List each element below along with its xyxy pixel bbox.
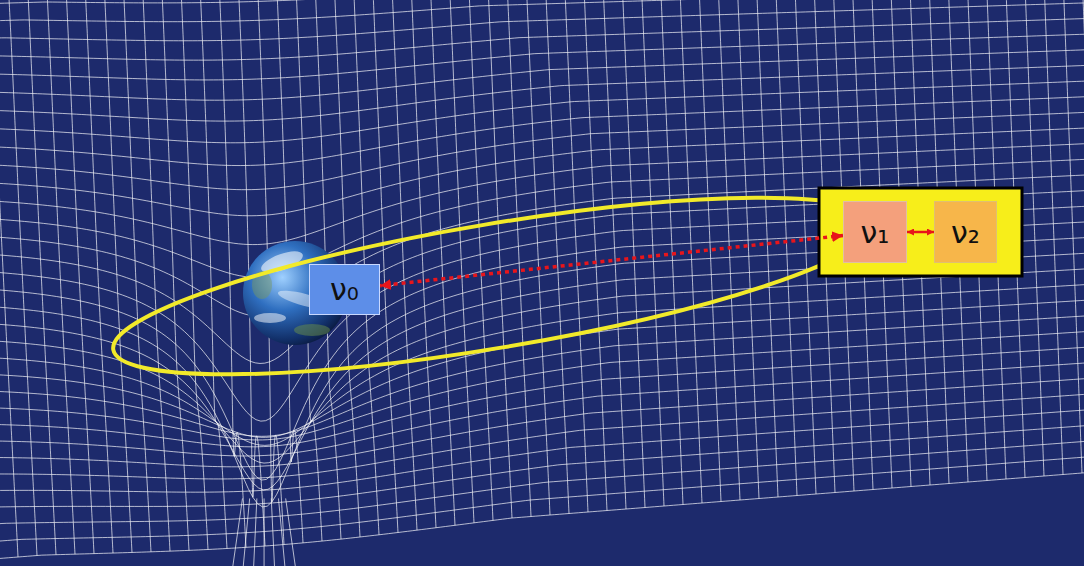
grid-line <box>659 0 683 505</box>
grid-line <box>640 0 664 506</box>
grid-line <box>621 0 645 508</box>
neutrino-box: ν₁ <box>843 201 907 263</box>
grid-line <box>0 34 1084 80</box>
grid-line <box>0 392 1084 479</box>
grid-line <box>1043 0 1064 475</box>
signal-arrow <box>907 231 934 234</box>
grid-line <box>286 498 296 566</box>
neutrino-box: ν₂ <box>934 201 997 263</box>
neutrino-label: ν₂ <box>951 216 980 249</box>
orbit-ellipse <box>103 161 885 411</box>
grid-line <box>736 0 759 499</box>
grid-line <box>0 2 1084 40</box>
grid-line <box>0 299 1084 438</box>
grid-line <box>0 18 1084 60</box>
grid-line <box>0 0 18 557</box>
grid-line <box>0 454 1084 542</box>
grid-line <box>0 423 1084 508</box>
grid-line <box>1081 0 1084 472</box>
grid-line <box>1062 0 1082 473</box>
grid-line <box>0 330 1084 440</box>
grid-line <box>0 314 1084 436</box>
grid-line <box>774 0 797 496</box>
grid-line <box>583 0 608 511</box>
satellite-box <box>819 188 1022 276</box>
grid-line <box>602 0 626 509</box>
land <box>294 324 330 336</box>
grid-line <box>278 498 284 566</box>
grid-line <box>698 0 722 502</box>
grid-line <box>0 345 1084 447</box>
grid-line <box>0 439 1084 525</box>
grid-line <box>0 49 1084 100</box>
grid-line <box>0 65 1084 121</box>
grid-line <box>1023 0 1044 476</box>
grid-line <box>264 498 265 566</box>
grid-line <box>0 267 1084 463</box>
grid-line <box>410 0 436 528</box>
grid-line <box>243 498 249 566</box>
grid-line <box>0 158 1084 277</box>
grid-line <box>0 470 1084 560</box>
cloud <box>254 313 286 323</box>
grid-line <box>0 0 1084 22</box>
signal-arrow <box>380 235 843 285</box>
grid-line <box>254 498 257 566</box>
grid-line <box>755 0 778 497</box>
grid-line <box>0 408 1084 493</box>
grid-line <box>271 498 274 566</box>
grid-line <box>233 498 243 566</box>
neutrino-label: ν₀ <box>330 273 359 306</box>
grid-line <box>448 0 474 523</box>
neutrino-box: ν₀ <box>309 264 380 315</box>
grid-line <box>0 111 1084 189</box>
grid-line <box>0 80 1084 142</box>
grid-line <box>793 0 816 494</box>
grid-line <box>0 361 1084 456</box>
grid-line <box>0 96 1084 166</box>
grid-line <box>563 0 588 512</box>
neutrino-label: ν₁ <box>861 216 890 249</box>
